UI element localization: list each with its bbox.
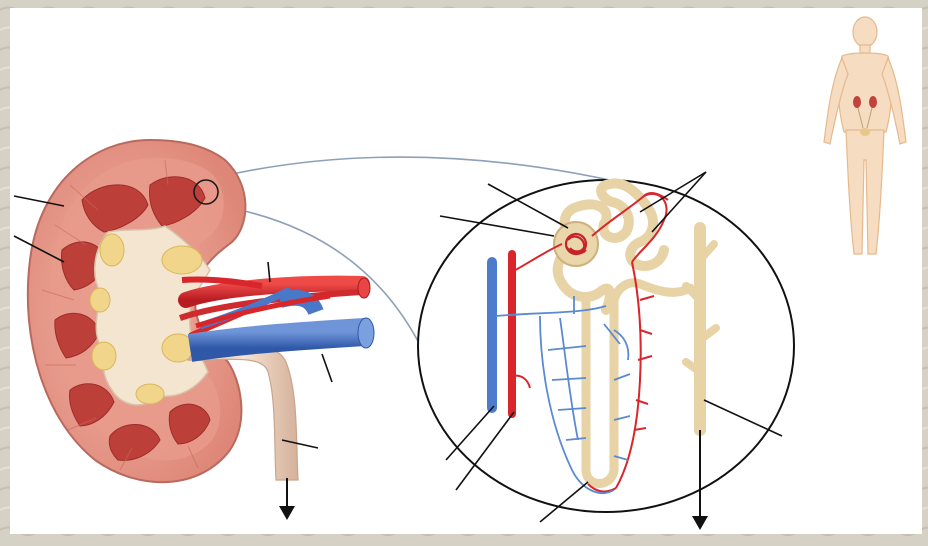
convoluted-tubule [559,178,669,272]
peritubular-capillaries-venous [495,296,631,494]
kidney-leader-lines [13,195,333,449]
nephron [439,171,783,530]
magnify-connector-top [213,156,661,193]
human-silhouette-icon [810,10,920,266]
bowmans-capsule [553,221,599,267]
leader-ureter [281,439,319,449]
pyramid-2 [149,176,206,227]
renal-artery-branch [195,293,331,329]
glomerulus [564,232,588,256]
cortex-striations [41,159,199,471]
leader-cortex [13,195,65,207]
leader-loop [539,481,589,523]
leader-glomerulus [487,183,569,229]
magnify-circle-icon [193,179,219,205]
leader-medulla [13,235,65,263]
pyramid-6 [108,423,161,461]
leader-capsule [439,215,555,237]
arrow-down-icon [692,430,708,530]
pyramid-4 [54,312,101,359]
arrow-down-icon [279,478,295,520]
leader-vein [321,353,333,383]
leader-artery [267,261,271,283]
leader-tubule-a [639,171,707,213]
leader-tubule-b [651,171,707,233]
leader-vein-n [445,405,495,461]
pyramid-1 [81,184,149,233]
leader-collecting [703,399,783,437]
pyramid-7 [168,403,211,445]
nephron-leader-lines [439,171,783,523]
kidney-section [26,138,247,484]
magnify-connector-bottom [219,205,421,346]
loop-of-henle [581,300,619,488]
leader-artery-n [455,411,515,491]
thumbnail-kidneys [853,96,877,108]
pyramid-5 [69,383,115,427]
renal-fat [89,233,203,405]
